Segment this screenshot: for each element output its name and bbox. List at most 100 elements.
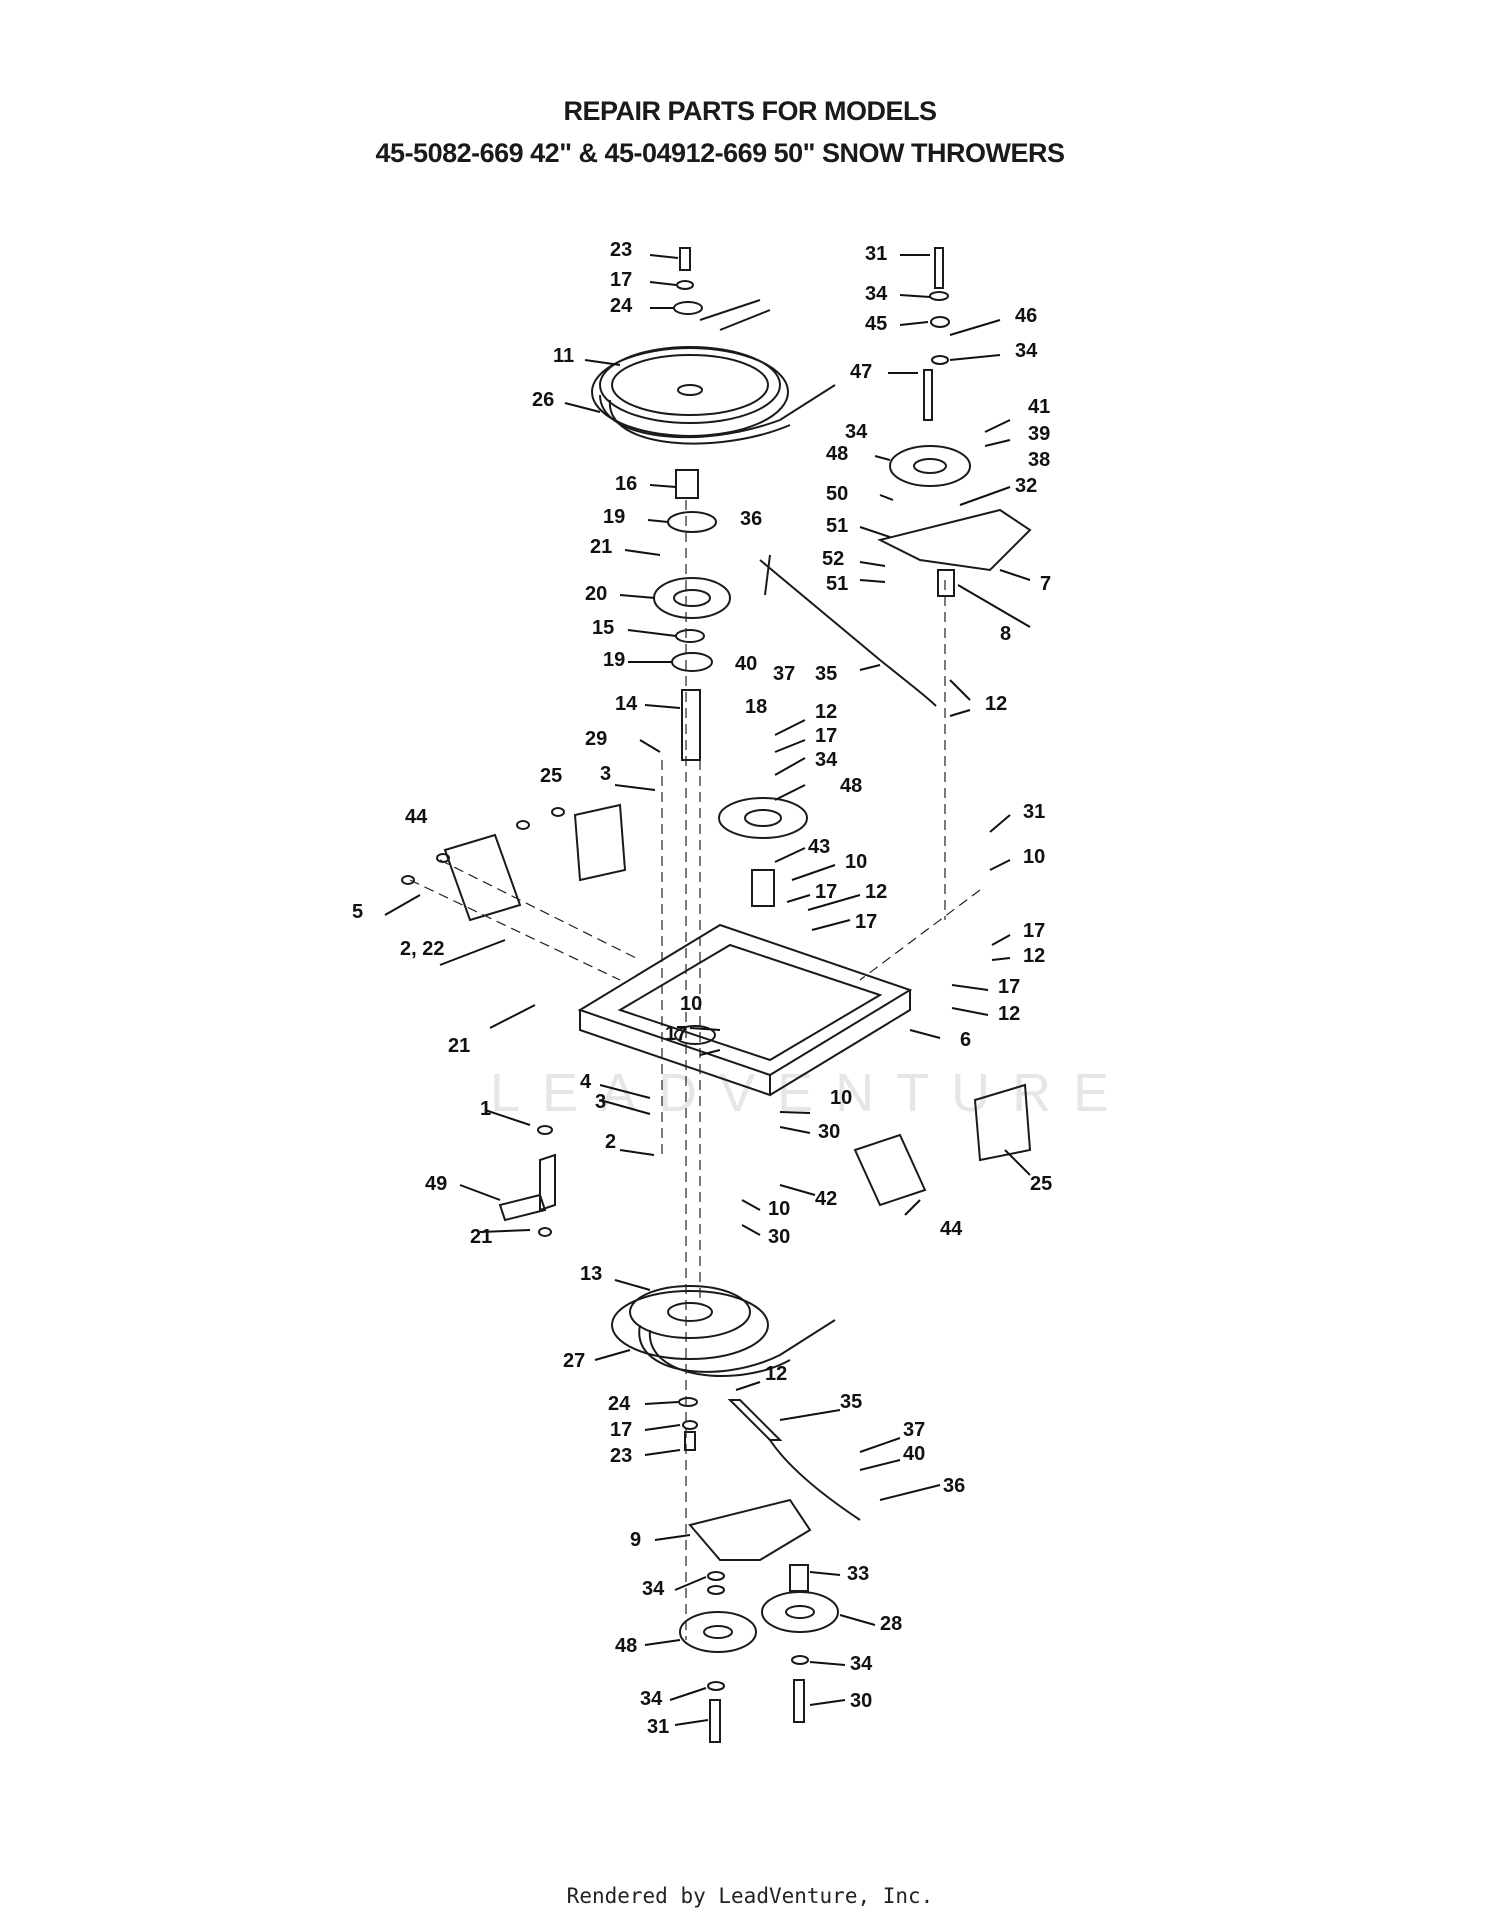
callout-5: 5 — [352, 901, 363, 923]
callout-37-a: 37 — [773, 663, 795, 685]
callout-31-b: 31 — [647, 1716, 669, 1738]
left-brackets — [401, 803, 627, 922]
callout-17-top: 17 — [610, 269, 632, 291]
callout-47: 47 — [850, 361, 872, 383]
callout-19-b: 19 — [603, 649, 625, 671]
callout-16: 16 — [615, 473, 637, 495]
large-top-pulley — [591, 299, 836, 445]
callout-17-a: 17 — [815, 725, 837, 747]
callout-34-e: 34 — [642, 1578, 665, 1600]
callout-35-b: 35 — [840, 1391, 862, 1413]
callout-10-a: 10 — [845, 851, 867, 873]
callout-19-a: 19 — [603, 506, 625, 528]
callout-6: 6 — [960, 1029, 971, 1051]
callout-3-a: 3 — [600, 763, 611, 785]
callout-26: 26 — [532, 389, 554, 411]
callout-11: 11 — [553, 345, 574, 367]
callout-17-d: 17 — [1023, 920, 1045, 942]
callout-36-b: 36 — [943, 1475, 965, 1497]
callout-12-f: 12 — [765, 1363, 787, 1385]
callout-43: 43 — [808, 836, 830, 858]
callout-52: 52 — [822, 548, 844, 570]
callout-17-b: 17 — [815, 881, 837, 903]
callout-2-22: 2, 22 — [400, 938, 444, 960]
callout-17-g: 17 — [610, 1419, 632, 1441]
callout-15: 15 — [592, 617, 614, 639]
callout-42: 42 — [815, 1188, 837, 1210]
alignment-lines — [409, 500, 981, 1640]
callout-34-a: 34 — [865, 283, 888, 305]
callout-30-a: 30 — [818, 1121, 840, 1143]
callout-labels: 23 17 24 11 26 16 19 21 20 15 19 14 18 2… — [352, 239, 1052, 1738]
callout-18: 18 — [745, 696, 767, 718]
callout-10-b: 10 — [1023, 846, 1045, 868]
callout-30-c: 30 — [850, 1690, 872, 1712]
callout-24-top: 24 — [610, 295, 633, 317]
callout-2: 2 — [605, 1131, 616, 1153]
large-bottom-pulley — [611, 1285, 836, 1377]
callout-34-f: 34 — [850, 1653, 873, 1675]
callout-24-b: 24 — [608, 1393, 631, 1415]
callout-37-b: 37 — [903, 1419, 925, 1441]
footer-credit: Rendered by LeadVenture, Inc. — [566, 1884, 934, 1908]
callout-17-f: 17 — [665, 1023, 687, 1045]
leader-lines — [384, 254, 1031, 1726]
callout-10-e: 10 — [768, 1198, 790, 1220]
callout-34-d: 34 — [815, 749, 838, 771]
callout-40-b: 40 — [903, 1443, 925, 1465]
callout-39: 39 — [1028, 423, 1050, 445]
callout-23-b: 23 — [610, 1445, 632, 1467]
upper-idler-arm — [877, 247, 1032, 597]
callout-40-a: 40 — [735, 653, 757, 675]
hub-stack — [653, 247, 731, 761]
callout-25-b: 25 — [1030, 1173, 1052, 1195]
callout-12-b: 12 — [815, 701, 837, 723]
callout-23-top: 23 — [610, 239, 632, 261]
callout-31-a: 31 — [1023, 801, 1045, 823]
callout-30-b: 30 — [768, 1226, 790, 1248]
callout-50: 50 — [826, 483, 848, 505]
callout-32: 32 — [1015, 475, 1037, 497]
callout-9: 9 — [630, 1529, 641, 1551]
callout-21-c: 21 — [470, 1226, 492, 1248]
callout-4: 4 — [580, 1071, 592, 1093]
diagram-title-line2: 45-5082-669 42" & 45-04912-669 50" SNOW … — [375, 138, 1065, 168]
callout-34-c: 34 — [845, 421, 868, 443]
callout-48-a: 48 — [826, 443, 848, 465]
callout-28: 28 — [880, 1613, 902, 1635]
callout-12-d: 12 — [1023, 945, 1045, 967]
main-frame-plate — [577, 923, 913, 1097]
callout-14: 14 — [615, 693, 638, 715]
callout-44-b: 44 — [940, 1218, 963, 1240]
left-lower-bracket — [498, 1125, 556, 1237]
upper-spring-chain — [759, 554, 937, 707]
callout-17-c: 17 — [855, 911, 877, 933]
callout-27: 27 — [563, 1350, 585, 1372]
callout-48-b: 48 — [840, 775, 862, 797]
right-brackets — [853, 1083, 1032, 1207]
callout-29: 29 — [585, 728, 607, 750]
callout-34-b: 34 — [1015, 340, 1038, 362]
callout-51-a: 51 — [826, 515, 848, 537]
callout-51-b: 51 — [826, 573, 848, 595]
callout-13: 13 — [580, 1263, 602, 1285]
callout-7: 7 — [1040, 573, 1051, 595]
callout-8: 8 — [1000, 623, 1011, 645]
callout-21-a: 21 — [590, 536, 612, 558]
callout-35-a: 35 — [815, 663, 837, 685]
callout-17-e: 17 — [998, 976, 1020, 998]
callout-3-b: 3 — [595, 1091, 606, 1113]
callout-49: 49 — [425, 1173, 447, 1195]
callout-34-g: 34 — [640, 1688, 663, 1710]
callout-41: 41 — [1028, 396, 1050, 418]
callout-12-c: 12 — [865, 881, 887, 903]
callout-36-a: 36 — [740, 508, 762, 530]
callout-25-a: 25 — [540, 765, 562, 787]
callout-21-b: 21 — [448, 1035, 470, 1057]
callout-12-a: 12 — [985, 693, 1007, 715]
bottom-idler-pulleys — [679, 1571, 839, 1743]
callout-20: 20 — [585, 583, 607, 605]
lower-idler-arm — [688, 1498, 812, 1592]
callout-44-a: 44 — [405, 806, 428, 828]
